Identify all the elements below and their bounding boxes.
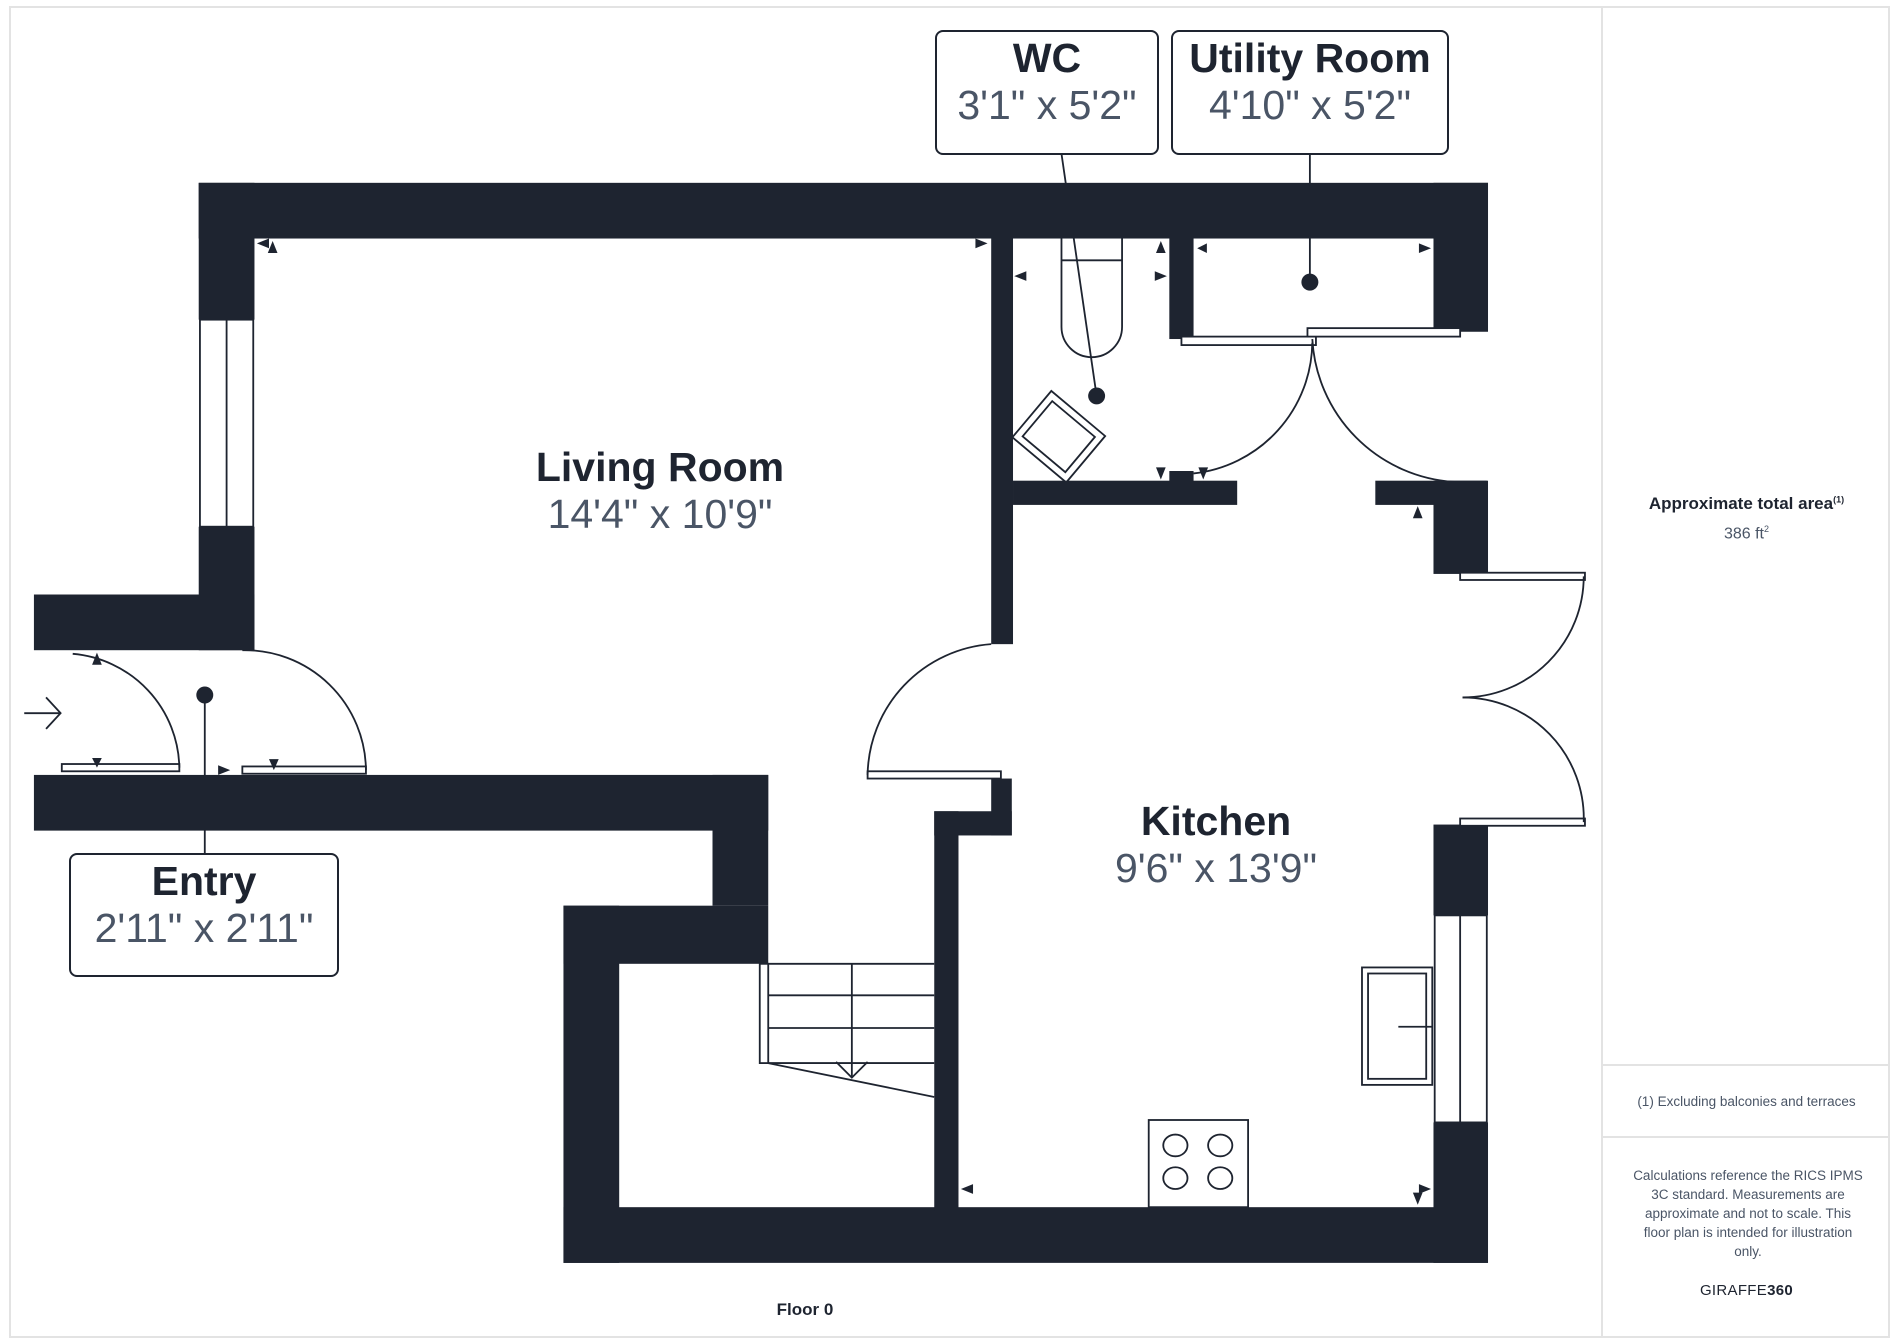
room-dimensions: 9'6" x 13'9" [1114, 845, 1318, 892]
room-name: Living Room [535, 444, 785, 490]
door-swing-icon [1180, 327, 1462, 483]
sink-icon [1361, 966, 1434, 1086]
shower-tray-icon [1011, 389, 1107, 484]
door-swing-icon [866, 643, 1002, 780]
stairs-icon [758, 962, 935, 1098]
room-label-entry: Entry 2'11" x 2'11" [69, 853, 339, 977]
room-dimensions: 14'4" x 10'9" [547, 491, 773, 538]
entrance-arrow-icon [24, 696, 62, 730]
door-swing-icon [60, 649, 367, 775]
room-name: Entry [151, 858, 257, 904]
toilet-icon [1060, 238, 1123, 359]
area-unit-sup: 2 [1764, 524, 1770, 534]
room-name: Kitchen [1140, 798, 1292, 844]
room-name: WC [1012, 35, 1082, 81]
room-label-living-room: Living Room 14'4" x 10'9" [535, 444, 785, 539]
room-dimensions: 2'11" x 2'11" [94, 905, 314, 952]
room-label-utility-room: Utility Room 4'10" x 5'2" [1171, 30, 1449, 155]
floor-label: Floor 0 [776, 1300, 834, 1319]
area-footnote-ref: (1) [1833, 494, 1845, 505]
walls [33, 182, 1489, 1263]
room-label-wc: WC 3'1" x 5'2" [935, 30, 1159, 155]
window-icon [1433, 914, 1488, 1124]
room-label-kitchen: Kitchen 9'6" x 13'9" [1114, 798, 1318, 893]
area-title: Approximate total area(1) [1648, 494, 1845, 513]
room-dimensions: 4'10" x 5'2" [1208, 82, 1412, 129]
area-value: 386 ft2 [1723, 524, 1770, 543]
total-area-block: Approximate total area(1) 386 ft2 [1603, 494, 1890, 543]
hob-icon [1147, 1119, 1249, 1209]
brand-logo: GIRAFFE360 [1699, 1282, 1794, 1299]
disclaimer: Calculations reference the RICS IPMS 3C … [1633, 1168, 1863, 1259]
room-markers [92, 238, 1432, 1205]
window-icon [199, 318, 255, 528]
door-swing-icon [1459, 571, 1586, 827]
info-sidebar: Approximate total area(1) 386 ft2 (1) Ex… [1601, 6, 1890, 1338]
area-footnote: (1) Excluding balconies and terraces [1603, 1064, 1890, 1138]
room-dimensions: 3'1" x 5'2" [957, 82, 1137, 129]
room-name: Utility Room [1189, 35, 1431, 81]
